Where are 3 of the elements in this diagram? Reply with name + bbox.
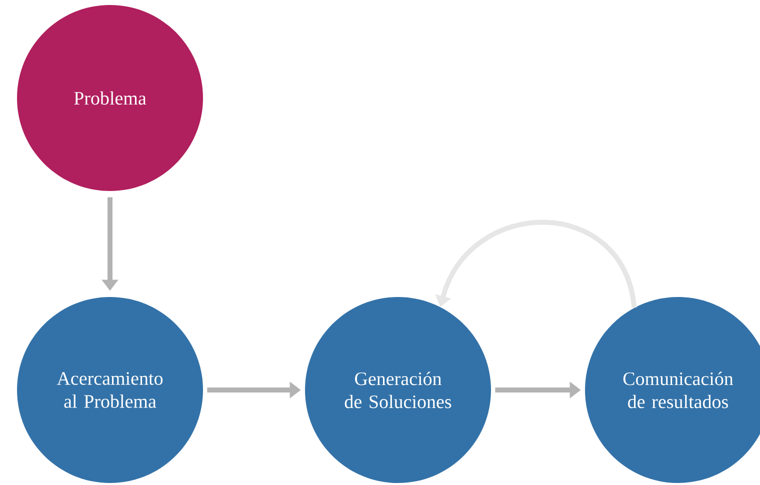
circle-node: Acercamiento al Problema bbox=[17, 297, 203, 483]
circle-node: Problema bbox=[17, 5, 203, 191]
circle-node: Generación de Soluciones bbox=[305, 297, 491, 483]
